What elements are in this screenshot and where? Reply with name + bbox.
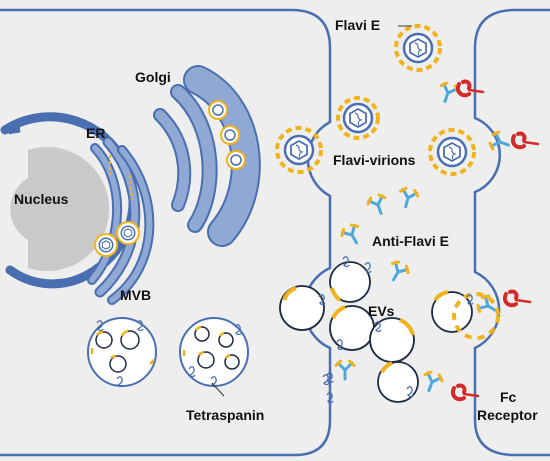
golgi-virion-icon: [224, 129, 236, 141]
fc-receptor-icon: [502, 289, 532, 308]
golgi-virion-icon: [212, 104, 224, 116]
label-evs: EVs: [368, 303, 395, 319]
tetraspanin-pointer: [211, 382, 225, 397]
tetraspanin-icon: [322, 374, 330, 386]
label-nucleus: Nucleus: [14, 191, 69, 207]
golgi-apparatus: [153, 65, 261, 247]
nucleus: [10, 147, 110, 271]
target-cell-membrane: [473, 8, 550, 457]
er-virion-icon: [120, 225, 136, 241]
label-tetraspanin: Tetraspanin: [186, 407, 264, 423]
antibody-icon: [338, 221, 366, 249]
antibody-icon: [384, 258, 412, 286]
label-mvb: MVB: [120, 287, 151, 303]
extracellular-vesicles: [279, 261, 500, 403]
er-virion-icon: [98, 237, 114, 253]
virion-icon: [436, 136, 468, 168]
label-flavi-virions: Flavi-virions: [333, 152, 416, 168]
label-anti-flavi-e: Anti-Flavi E: [372, 233, 449, 249]
antibody-icon: [418, 368, 446, 396]
label-receptor: Receptor: [477, 407, 538, 423]
budding-virion-envelope: [275, 126, 323, 174]
antibody-icon: [334, 359, 356, 381]
antibody-icon: [364, 191, 392, 219]
label-flavi-e: Flavi E: [335, 17, 380, 33]
tetraspanin-icon: [364, 262, 372, 274]
antibody-icon: [395, 185, 421, 211]
virion-icon: [283, 134, 315, 166]
fc-receptor-icon: [455, 79, 485, 98]
label-fc: Fc: [500, 389, 517, 405]
endoplasmic-reticulum: [87, 136, 155, 305]
fc-receptor-icon: [510, 131, 540, 150]
multivesicular-body: [87, 317, 249, 387]
label-golgi: Golgi: [135, 69, 171, 85]
virion-envelope: [428, 128, 476, 176]
label-er: ER: [86, 125, 105, 141]
virion-icon: [402, 32, 434, 64]
virion-icon: [342, 102, 374, 134]
antibody-icon: [434, 79, 462, 107]
host-cell-membrane: [0, 8, 332, 457]
virion-envelope: [394, 24, 442, 72]
golgi-virion-icon: [230, 154, 242, 166]
virion-envelope: [336, 96, 380, 140]
